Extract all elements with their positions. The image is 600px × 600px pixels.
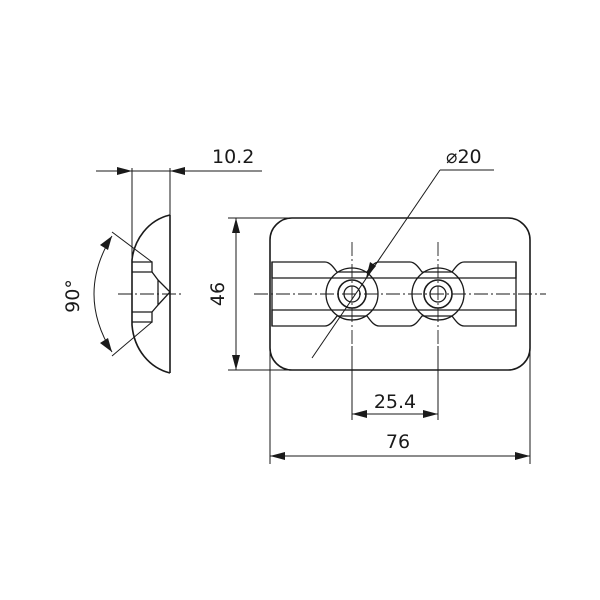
dim-10-2-label: 10.2 (212, 146, 254, 168)
side-profile-curve (131, 214, 171, 374)
dim-46-arrow-top (232, 218, 240, 233)
dim-diameter-label: ⌀20 (446, 146, 482, 168)
dim-46-arrow-bottom (232, 355, 240, 370)
dim-10-2-arrow-left (117, 167, 132, 175)
angle-arrow-upper (100, 236, 112, 250)
angle-label: 90° (62, 279, 84, 313)
dim-25-4-arrow-right (423, 410, 438, 418)
side-slot-profile (132, 261, 153, 323)
dim-76-arrow-left (270, 452, 285, 460)
dim-10-2-arrow-right (170, 167, 185, 175)
channel-upper (271, 261, 517, 279)
dim-46-label: 46 (207, 282, 229, 306)
dim-76-label: 76 (386, 431, 410, 453)
dim-25-4-arrow-left (352, 410, 367, 418)
channel-lower (271, 309, 517, 327)
angle-arc (93, 235, 113, 353)
angle-ext-line-lower (111, 321, 153, 357)
angle-arrow-lower (100, 338, 112, 352)
dim-diameter-arrow (366, 262, 376, 278)
angle-ext-line-upper (111, 231, 153, 263)
side-slot-groove (151, 271, 171, 313)
dim-25-4-label: 25.4 (374, 391, 416, 413)
dim-diameter-leader (311, 169, 441, 359)
side-view: 10.2 90° (62, 146, 262, 374)
front-view: ⌀20 46 25.4 76 (207, 146, 546, 464)
dim-76-arrow-right (515, 452, 530, 460)
